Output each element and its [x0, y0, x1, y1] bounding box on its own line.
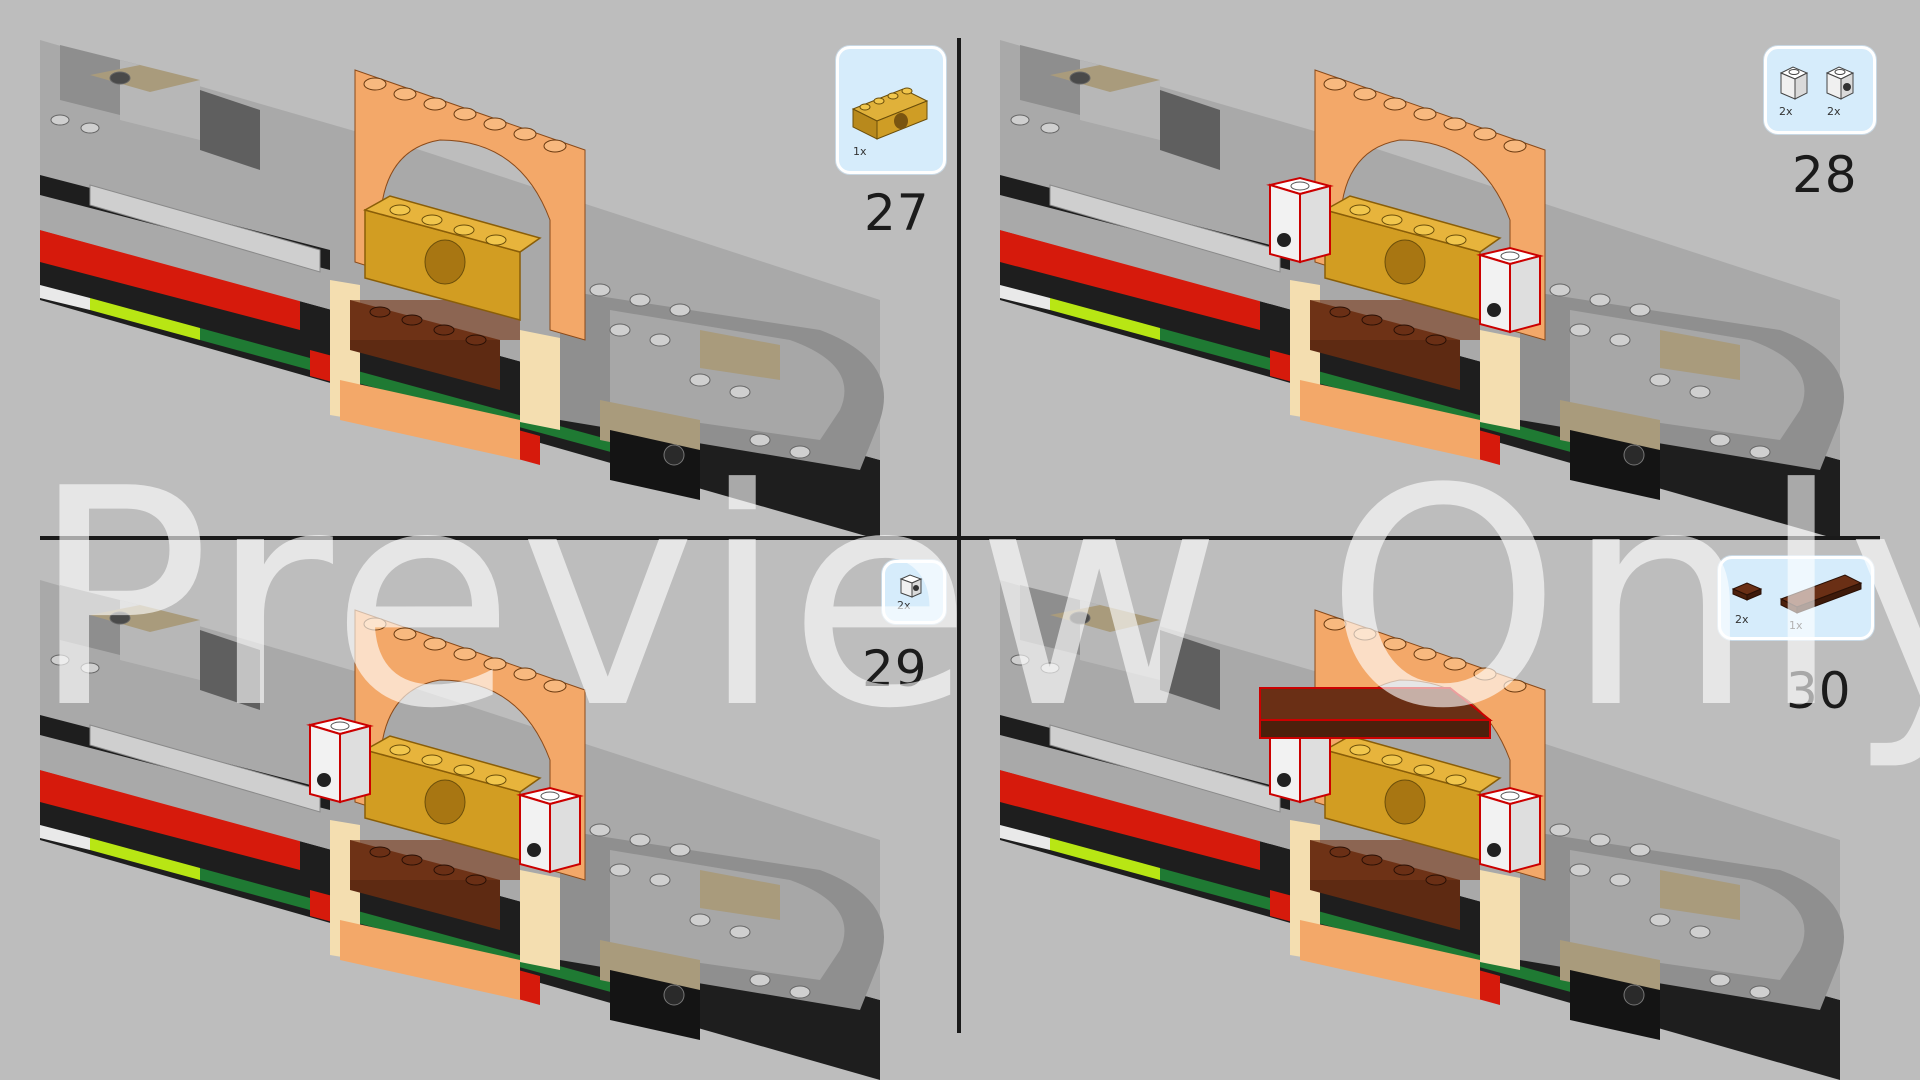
step-28-parts-callout: 2x 2x: [1764, 46, 1876, 134]
white-brick-part-icon: [1779, 66, 1855, 100]
part-quantity: 2x: [1779, 105, 1793, 118]
part-quantity: 2x: [897, 599, 911, 612]
step-30-parts-callout: 2x 1x: [1718, 556, 1874, 640]
step-29-parts-callout: 2x: [882, 560, 946, 624]
tan-arch-brick-part-icon: [851, 87, 929, 140]
brown-top-plate: [1259, 687, 1493, 739]
step-27-parts-callout: 1x: [836, 46, 946, 174]
white-clip-brick-part-icon: [1825, 66, 1855, 100]
step-27-model-render: [39, 39, 885, 540]
step-30-panel: 2x 1x 30: [960, 540, 1920, 1080]
step-number: 28: [1792, 146, 1858, 204]
step-30-model-render: [999, 579, 1845, 1080]
white-clip-brick-part-icon: [899, 574, 923, 598]
step-29-model-render: [39, 579, 885, 1080]
horizontal-divider: [40, 536, 1880, 540]
brown-plate-small-part-icon: [1731, 574, 1863, 614]
part-quantity: 2x: [1735, 613, 1749, 626]
step-number: 30: [1786, 662, 1852, 720]
step-28-panel: 2x 2x 28: [960, 0, 1920, 540]
step-27-panel: 1x 27: [0, 0, 960, 540]
brown-plate-long-part-icon: [1779, 574, 1863, 614]
step-29-panel: 2x 29: [0, 540, 960, 1080]
part-quantity: 2x: [1827, 105, 1841, 118]
vertical-divider: [957, 38, 961, 1033]
part-quantity: 1x: [1789, 619, 1803, 632]
step-number: 27: [864, 184, 930, 242]
step-number: 29: [862, 640, 928, 698]
part-quantity: 1x: [853, 145, 867, 158]
